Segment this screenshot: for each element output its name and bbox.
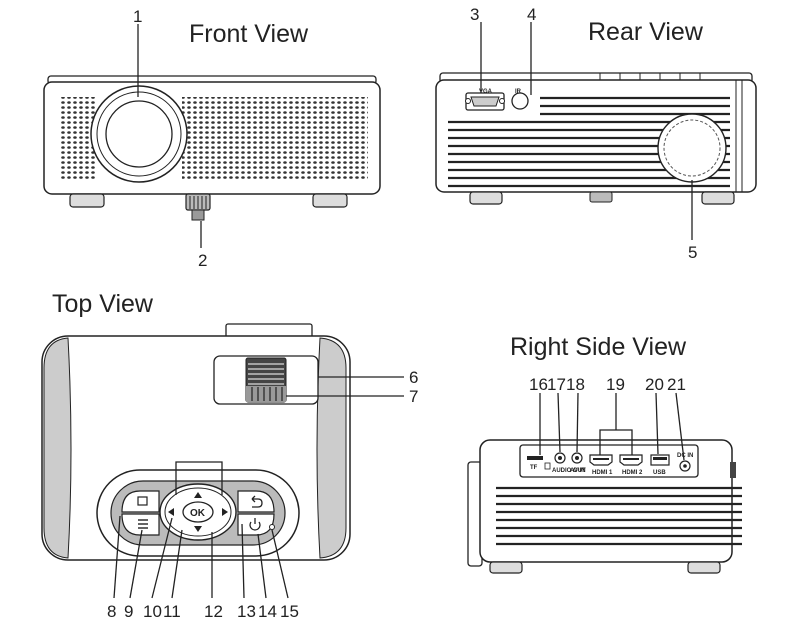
callout-8: 8 [107,602,116,621]
callout-20: 20 [645,375,664,394]
side-vents [496,486,742,546]
front-view-title: Front View [189,20,309,48]
callout-9: 9 [124,602,133,621]
front-right-foot [312,193,348,208]
hdmi1-label: HDMI 1 [592,470,613,476]
callout-21: 21 [667,375,686,394]
rear-left-foot [469,191,503,205]
menu-icon [138,519,148,529]
callout-1: 1 [133,7,142,26]
arrow-up-icon[interactable] [194,492,202,498]
top-view-title: Top View [52,290,154,318]
audio-out-label: AUDIO OUT [552,468,586,474]
callout-18: 18 [566,375,585,394]
tf-slot[interactable] [527,456,543,460]
front-left-grille [60,97,96,179]
rear-fan [657,113,727,183]
tf-label: TF [530,465,538,471]
source-icon [137,496,148,506]
front-view: 1 2 [43,7,381,270]
callout-2: 2 [198,251,207,270]
right-side-view: TF AUDIO OUT AV IN HDMI 1 HDMI 2 USB DC … [467,375,742,574]
hdmi2-label: HDMI 2 [622,470,643,476]
ir-receiver [511,92,529,110]
callout-7: 7 [409,387,418,406]
av-in-label: AV IN [570,468,586,474]
callout-13: 13 [237,602,256,621]
top-view: 6 7 OK 8 9 10 [41,323,418,621]
callout-6: 6 [409,368,418,387]
callout-3: 3 [470,5,479,24]
lens [105,100,173,168]
back-button[interactable] [237,490,275,513]
side-left-foot [489,561,523,574]
power-icon [249,518,261,531]
callout-17: 17 [547,375,566,394]
ok-label: OK [190,508,206,519]
rear-view-title: Rear View [588,18,704,46]
callout-15: 15 [280,602,299,621]
callout-10: 10 [143,602,162,621]
callout-5: 5 [688,243,697,262]
rear-right-foot [701,191,735,205]
side-right-foot [687,561,721,574]
ok-button[interactable] [182,501,214,523]
callout-16: 16 [529,375,548,394]
arrow-right-icon[interactable] [222,508,228,516]
power-button[interactable] [237,513,275,536]
callout-19: 19 [606,375,625,394]
arrow-left-icon[interactable] [168,508,174,516]
rear-view: VGA IR 3 4 5 [435,5,757,262]
usb-label: USB [653,470,666,476]
right-side-view-title: Right Side View [510,333,687,361]
vga-label: VGA [479,89,493,95]
front-right-grille [182,97,368,179]
callout-12: 12 [204,602,223,621]
indicator-light-icon [269,524,275,530]
back-icon [251,495,263,508]
ir-label: IR [515,89,522,95]
source-button[interactable] [121,490,160,513]
arrow-down-icon[interactable] [194,526,202,532]
dc-in-label: DC IN [677,453,693,459]
front-left-foot [69,193,105,208]
callout-14: 14 [258,602,277,621]
callout-11: 11 [163,602,181,621]
callout-4: 4 [527,5,536,24]
